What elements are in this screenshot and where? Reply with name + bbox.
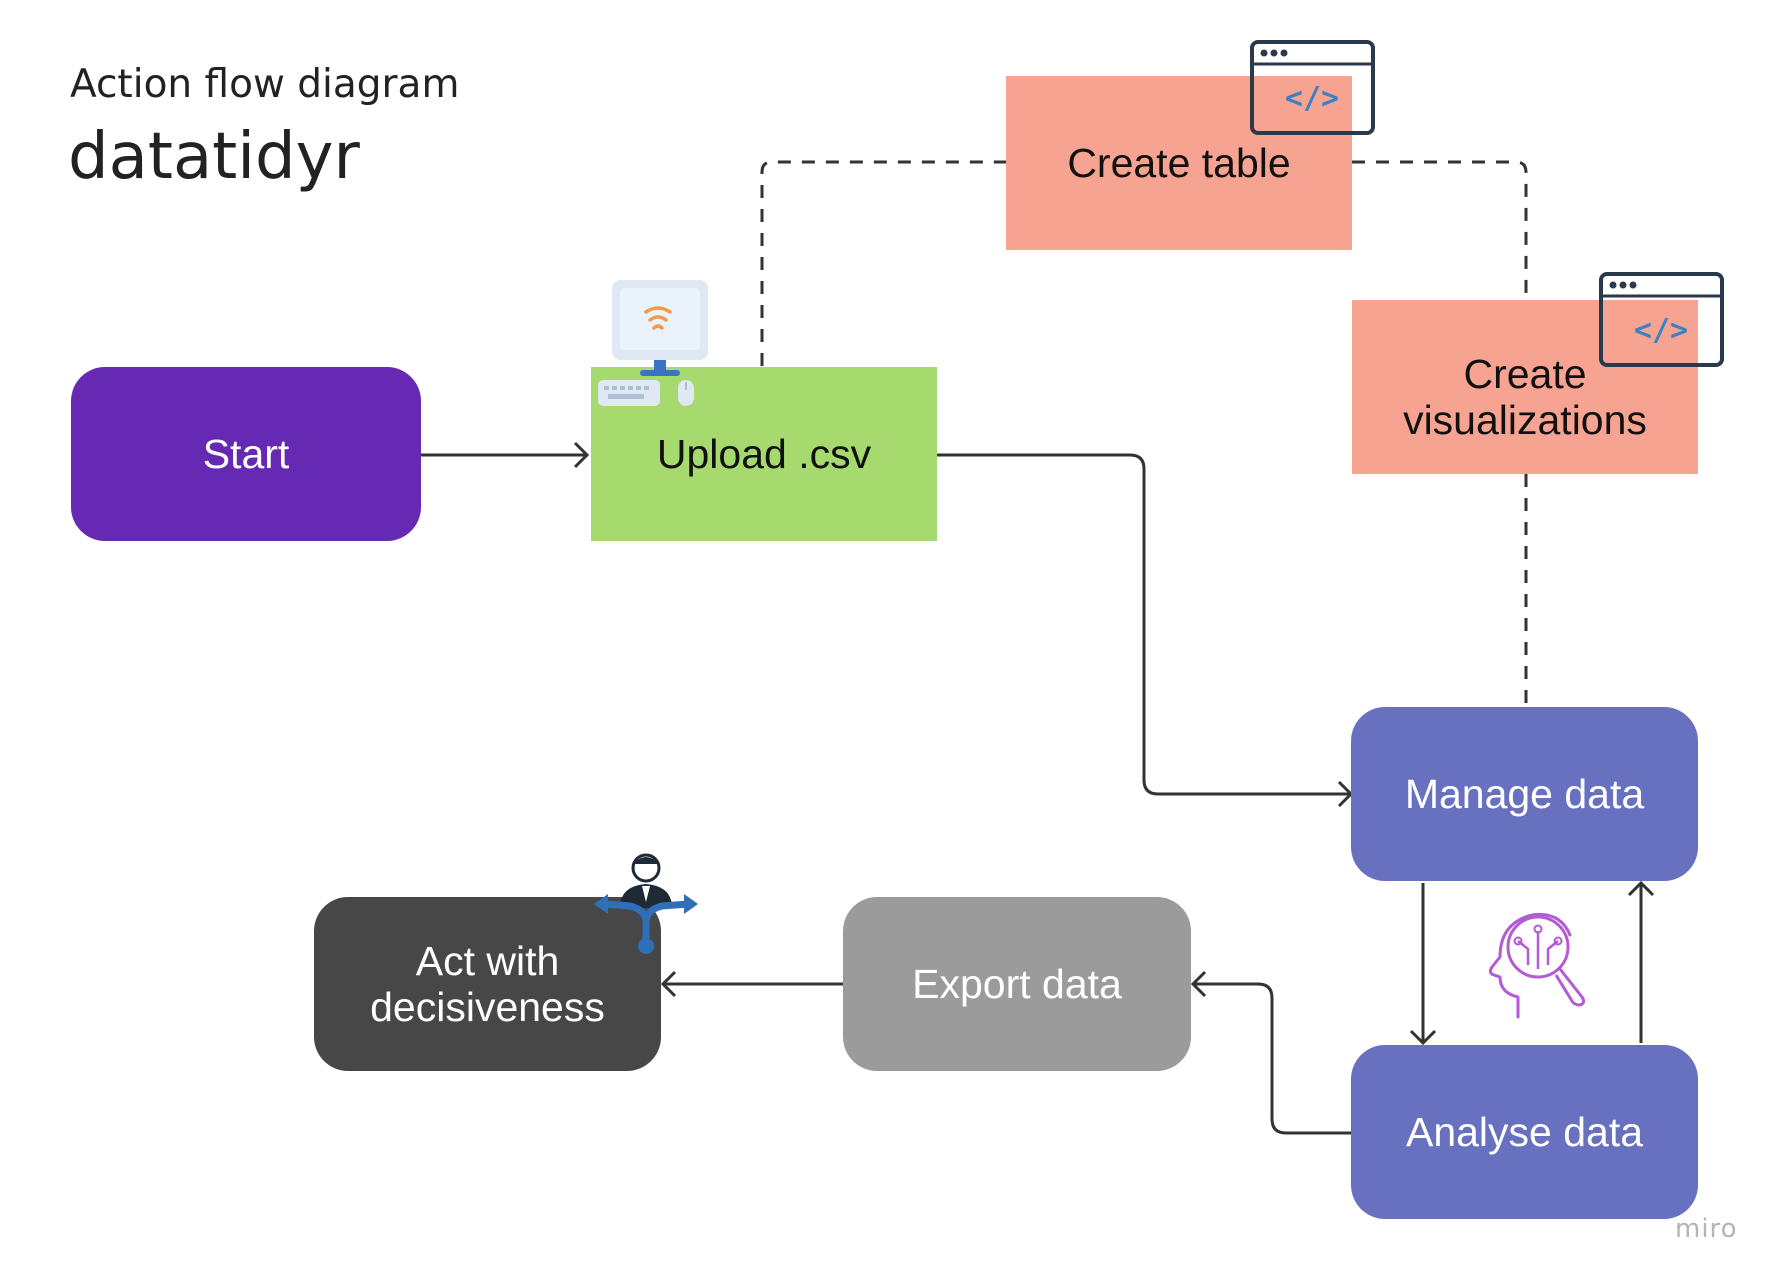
create-table-label: Create table xyxy=(1067,140,1291,186)
start-node[interactable]: Start xyxy=(71,367,421,541)
export-data-node[interactable]: Export data xyxy=(843,897,1191,1071)
code-window-icon: </> xyxy=(1599,272,1724,367)
act-node[interactable]: Act with decisiveness xyxy=(314,897,661,1071)
export-data-label: Export data xyxy=(912,961,1122,1007)
ai-head-icon xyxy=(1488,912,1586,1019)
svg-text:</>: </> xyxy=(1285,81,1339,116)
act-label-line1: Act with xyxy=(415,938,560,984)
analyse-data-node[interactable]: Analyse data xyxy=(1351,1045,1698,1219)
arrow-upload-manage xyxy=(937,453,1351,796)
create-table-node[interactable]: Create table xyxy=(1006,76,1352,250)
create-visualizations-node[interactable]: Create visualizations xyxy=(1352,300,1698,474)
code-window-icon: </> xyxy=(1250,40,1375,135)
create-vis-label-line2: visualizations xyxy=(1403,397,1647,443)
manage-data-label: Manage data xyxy=(1404,771,1645,817)
upload-label: Upload .csv xyxy=(656,431,872,477)
diagram-title: datatidyr xyxy=(68,120,360,194)
miro-watermark: miro xyxy=(1675,1214,1738,1244)
diagram-subtitle: Action flow diagram xyxy=(70,62,460,107)
arrow-analyse-export xyxy=(1193,982,1351,1135)
dashed-upload-table xyxy=(760,160,1006,366)
dashed-table-vis xyxy=(1352,160,1528,300)
manage-data-node[interactable]: Manage data xyxy=(1351,707,1698,881)
upload-node[interactable]: Upload .csv xyxy=(591,367,937,541)
decision-person-icon xyxy=(594,853,698,954)
analyse-data-label: Analyse data xyxy=(1405,1109,1644,1155)
computer-icon xyxy=(598,280,708,406)
create-vis-label-line1: Create xyxy=(1463,351,1587,397)
start-label: Start xyxy=(202,431,290,477)
svg-text:</>: </> xyxy=(1634,313,1688,348)
act-label-line2: decisiveness xyxy=(370,984,605,1030)
